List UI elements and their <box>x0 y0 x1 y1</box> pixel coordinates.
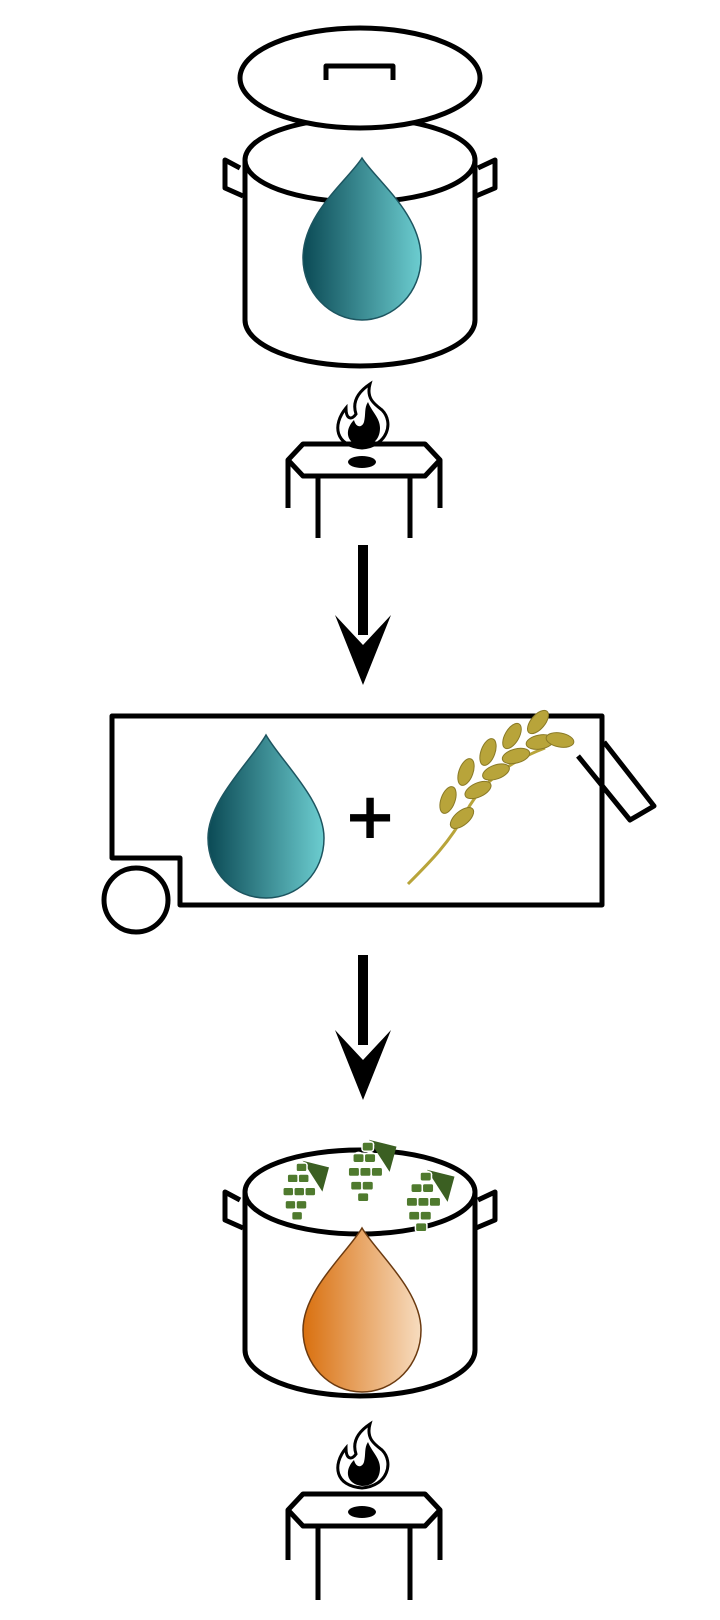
plus-icon: + <box>343 780 397 854</box>
grain-kernel <box>502 722 522 750</box>
step-boil-wort <box>222 1139 498 1600</box>
grain-kernel <box>482 763 510 781</box>
burner-icon <box>285 441 443 538</box>
water-drop-icon <box>207 733 325 899</box>
water-drop-icon <box>302 156 422 321</box>
arrow-down-icon <box>335 545 391 685</box>
flame-icon <box>336 1420 390 1490</box>
hop-cone-icon <box>347 1139 397 1203</box>
flame-icon <box>336 380 390 450</box>
hop-cone-icon <box>405 1169 455 1233</box>
step-heat-water <box>222 25 498 538</box>
grain-icon <box>406 709 575 886</box>
grain-kernel <box>457 758 475 786</box>
grain-kernel <box>545 732 575 748</box>
hop-cone-icon <box>281 1160 329 1221</box>
arrow-down-icon <box>335 955 391 1100</box>
grain-kernel <box>449 807 475 829</box>
hops-group <box>281 1139 455 1233</box>
burner-icon <box>285 1491 443 1600</box>
mash-tun-icon <box>101 713 657 935</box>
grain-kernel <box>527 709 549 735</box>
grain-kernel <box>479 738 497 766</box>
step-mash: + <box>101 709 657 935</box>
grain-kernel <box>501 747 531 765</box>
grain-kernel <box>464 780 492 800</box>
wort-drop-icon <box>302 1226 422 1393</box>
grain-kernel <box>439 786 457 814</box>
lid-icon <box>237 25 483 131</box>
